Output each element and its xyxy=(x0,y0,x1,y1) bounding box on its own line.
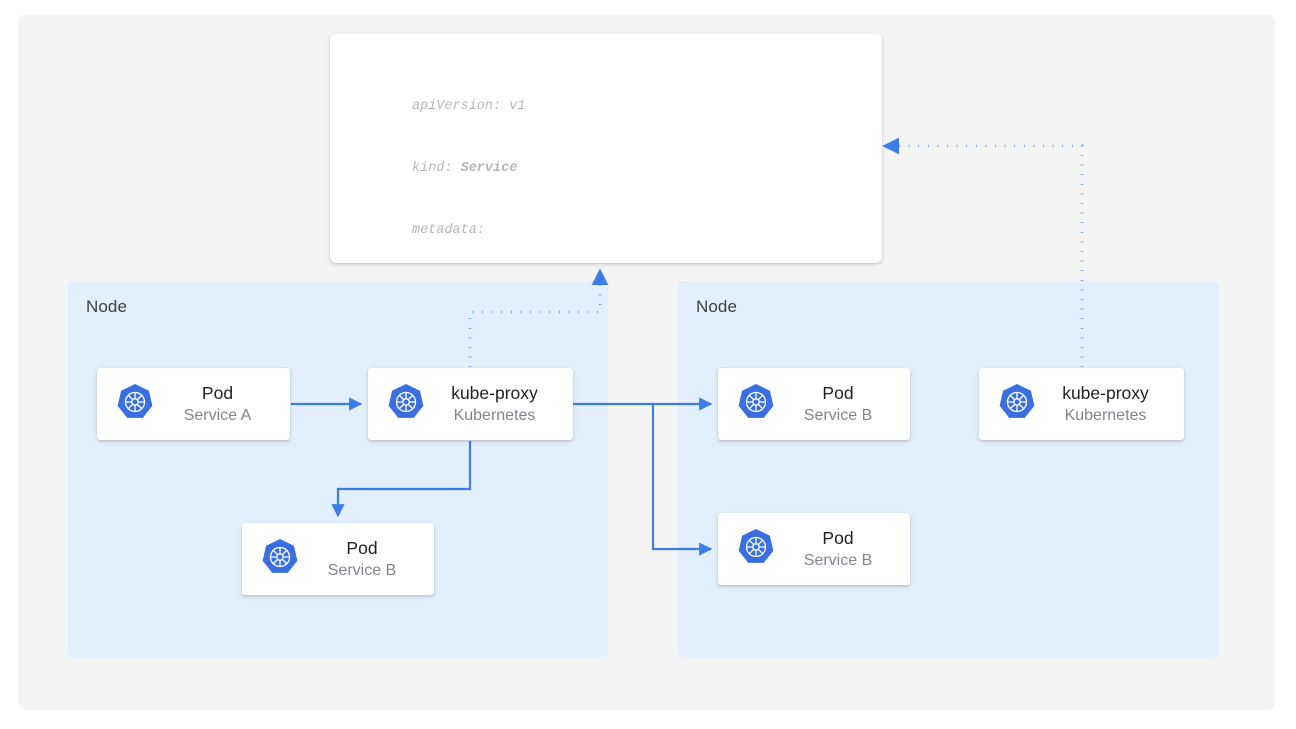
card-text: Pod Service A xyxy=(155,382,290,426)
card-text: kube-proxy Kubernetes xyxy=(426,382,573,426)
card-subtitle: Kubernetes xyxy=(1064,406,1147,424)
kubernetes-logo-icon xyxy=(736,382,776,427)
card-pod-service-a[interactable]: Pod Service A xyxy=(97,368,290,440)
card-subtitle: Kubernetes xyxy=(453,406,536,424)
node-group-right xyxy=(678,281,1219,657)
card-pod-service-b-remote-top[interactable]: Pod Service B xyxy=(718,368,910,440)
card-text: Pod Service B xyxy=(776,382,910,426)
yaml-line-apiversion: apiVersion: v1 xyxy=(412,98,526,114)
kubernetes-logo-icon xyxy=(115,382,155,427)
kubernetes-logo-icon xyxy=(997,382,1037,427)
yaml-value-kind: Service xyxy=(460,160,518,176)
service-manifest-code: apiVersion: v1 kind: Service metadata: n… xyxy=(412,55,744,263)
card-subtitle: Service B xyxy=(803,406,873,424)
yaml-line-kind: kind: Service xyxy=(412,160,518,176)
card-title: Pod xyxy=(201,383,234,404)
card-text: Pod Service B xyxy=(776,527,910,571)
service-manifest-panel: apiVersion: v1 kind: Service metadata: n… xyxy=(330,34,882,263)
kubernetes-logo-icon xyxy=(260,537,300,582)
card-kube-proxy-right[interactable]: kube-proxy Kubernetes xyxy=(979,368,1184,440)
kubernetes-logo-icon xyxy=(386,382,426,427)
card-text: kube-proxy Kubernetes xyxy=(1037,382,1184,426)
node-group-left xyxy=(68,281,608,657)
card-title: kube-proxy xyxy=(451,383,538,404)
node-label-right: Node xyxy=(696,297,738,316)
card-text: Pod Service B xyxy=(300,537,434,581)
card-pod-service-b-remote-bottom[interactable]: Pod Service B xyxy=(718,513,910,585)
card-title: Pod xyxy=(346,538,378,559)
card-title: Pod xyxy=(822,383,854,404)
card-subtitle: Service B xyxy=(803,551,873,569)
card-title: kube-proxy xyxy=(1062,383,1149,404)
yaml-line-metadata: metadata: xyxy=(412,223,485,239)
card-title: Pod xyxy=(822,528,854,549)
card-subtitle: Service A xyxy=(183,406,252,424)
card-subtitle: Service B xyxy=(327,561,397,579)
card-pod-service-b-local[interactable]: Pod Service B xyxy=(242,523,434,595)
node-label-left: Node xyxy=(86,297,128,316)
card-kube-proxy-left[interactable]: kube-proxy Kubernetes xyxy=(368,368,573,440)
kubernetes-logo-icon xyxy=(736,527,776,572)
